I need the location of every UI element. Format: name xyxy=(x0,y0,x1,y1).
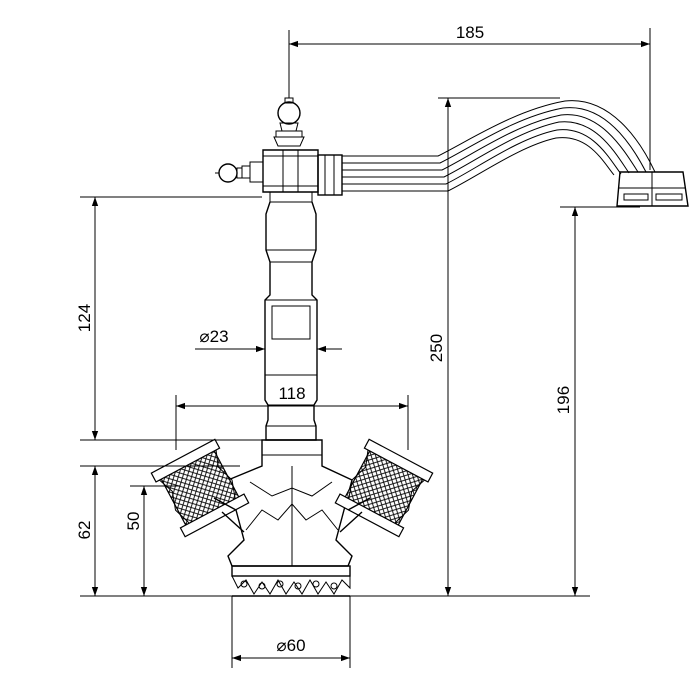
dim-handle-height: 62 xyxy=(75,521,94,540)
decorative-base xyxy=(231,565,351,597)
dim-handle-center: 50 xyxy=(124,512,143,531)
left-handle xyxy=(150,438,250,538)
dim-total-height: 250 xyxy=(427,334,446,362)
faucet-outline xyxy=(150,96,689,597)
dimension-lines xyxy=(80,28,651,668)
dim-handle-span: 118 xyxy=(278,384,305,403)
spout xyxy=(317,100,689,207)
left-handle-neck xyxy=(213,497,245,533)
dim-base-to-outlet: 124 xyxy=(75,304,94,332)
head-block xyxy=(215,149,319,193)
right-handle-neck xyxy=(339,497,371,533)
dim-stem-diameter: ⌀23 xyxy=(199,327,228,346)
top-knob xyxy=(273,96,305,147)
mixing-body xyxy=(227,439,353,567)
dim-total-width: 185 xyxy=(456,23,484,42)
dim-spout-height: 196 xyxy=(554,386,573,414)
right-handle xyxy=(334,438,434,538)
dim-base-diameter: ⌀60 xyxy=(276,636,305,655)
dimension-labels: 185 124 ⌀23 118 250 196 62 50 ⌀60 xyxy=(75,23,573,655)
